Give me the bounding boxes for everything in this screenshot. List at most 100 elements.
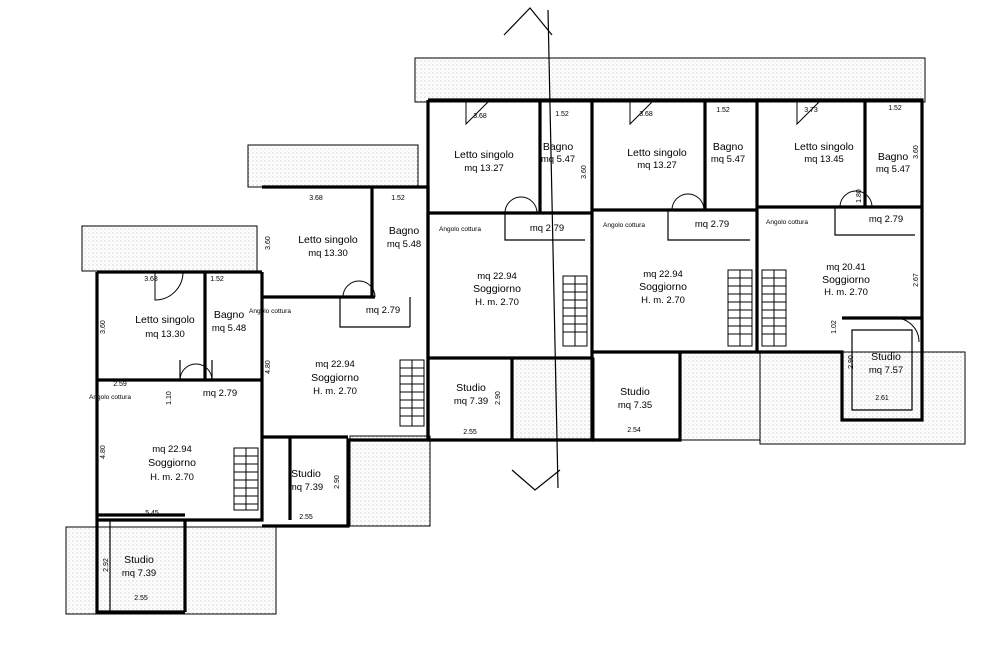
terrace-unit2-top <box>247 144 419 188</box>
stair-unit1 <box>233 447 259 511</box>
terrace-unit1-top <box>81 225 258 272</box>
door-swing <box>342 280 376 298</box>
walls-unit5-inner <box>834 207 915 411</box>
unit5-bagno-label: Bagno <box>878 151 909 163</box>
unit3-bagno-label: Bagno <box>543 141 574 153</box>
unit5-dimension-4: 1.80 <box>856 189 863 203</box>
unit3-dimension-3: 3.60 <box>581 165 588 179</box>
stair-unit2 <box>399 359 425 427</box>
door-swing <box>796 99 822 126</box>
unit2-letto-label: Letto singolo <box>298 234 358 246</box>
unit3-dimension-5: 2.55 <box>463 429 477 436</box>
unit3-soggiorno-area: mq 22.94 <box>477 271 517 282</box>
unit5-soggiorno-area: mq 20.41 <box>826 262 866 273</box>
unit5-dimension-3: 3.60 <box>913 145 920 159</box>
unit3-letto-area: mq 13.27 <box>464 163 504 174</box>
stair-unit3 <box>562 275 588 347</box>
unit3-dimension-1: 3.68 <box>473 113 487 120</box>
walls-unit4-inner <box>667 210 750 241</box>
unit1-dimension-5: 1.10 <box>166 391 173 405</box>
door-swing <box>839 190 873 208</box>
unit4-letto-label: Letto singolo <box>627 147 687 159</box>
unit3-angolo-cottura-label: Angolo cottura <box>439 226 481 233</box>
unit1-dimension-3: 3.60 <box>100 320 107 334</box>
terrace-units345-top <box>414 57 926 103</box>
section-cut-line <box>547 9 559 489</box>
unit1-bagno-area: mq 5.48 <box>212 323 246 334</box>
unit4-studio-area: mq 7.35 <box>618 400 652 411</box>
walls-unit2 <box>262 185 430 528</box>
terrace-unit2-bottom <box>349 435 431 527</box>
unit2-bagno-label: Bagno <box>389 225 420 237</box>
walls-unit4 <box>592 98 759 442</box>
unit2-dimension-6: 2.55 <box>299 514 313 521</box>
terrace-unit3-bottom <box>511 357 595 441</box>
unit1-dimension-7: 5.45 <box>145 510 159 517</box>
stairs <box>233 269 787 511</box>
unit3-soggiorno-height: H. m. 2.70 <box>475 297 519 308</box>
unit4-soggiorno-height: H. m. 2.70 <box>641 295 685 306</box>
unit5-studio-area: mq 7.57 <box>869 365 903 376</box>
unit3-dimension-4: 2.90 <box>495 391 502 405</box>
unit4-bagno-label: Bagno <box>713 141 744 153</box>
section-arrow-bottom <box>511 469 561 491</box>
door-swing <box>465 99 491 126</box>
unit1-soggiorno-height: H. m. 2.70 <box>150 472 194 483</box>
unit4-bagno-area: mq 5.47 <box>711 154 745 165</box>
unit3-studio-area: mq 7.39 <box>454 396 488 407</box>
unit5-disimpegno-area: mq 2.79 <box>869 214 903 225</box>
terrace-unit1-bottom <box>65 526 277 615</box>
unit1-soggiorno-label: Soggiorno <box>148 457 196 469</box>
unit1-bagno-label: Bagno <box>214 309 245 321</box>
walls-unit3-inner <box>504 213 585 241</box>
unit1-studio-label: Studio <box>124 554 154 566</box>
unit1-dimension-4: 2.59 <box>113 381 127 388</box>
unit5-dimension-7: 2.90 <box>848 355 855 369</box>
walls-unit2-inner <box>339 297 411 328</box>
section-line <box>503 7 561 491</box>
unit2-studio-area: mq 7.39 <box>289 482 323 493</box>
unit2-dimension-2: 1.52 <box>391 195 405 202</box>
unit5-dimension-2: 1.52 <box>888 105 902 112</box>
unit1-dimension-9: 2.55 <box>134 595 148 602</box>
unit3-letto-label: Letto singolo <box>454 149 514 161</box>
unit2-soggiorno-height: H. m. 2.70 <box>313 386 357 397</box>
unit5-studio-label: Studio <box>871 351 901 363</box>
unit4-disimpegno-area: mq 2.79 <box>695 219 729 230</box>
unit4-angolo-cottura-label: Angolo cottura <box>603 222 645 229</box>
unit5-dimension-1: 3.73 <box>804 107 818 114</box>
unit5-soggiorno-label: Soggiorno <box>822 274 870 286</box>
unit3-disimpegno-area: mq 2.79 <box>530 223 564 234</box>
unit2-dimension-4: 4.80 <box>265 360 272 374</box>
door-swing <box>894 317 920 343</box>
unit4-studio-label: Studio <box>620 386 650 398</box>
unit4-dimension-3: 2.54 <box>627 427 641 434</box>
unit2-bagno-area: mq 5.48 <box>387 239 421 250</box>
unit2-letto-area: mq 13.30 <box>308 248 348 259</box>
unit2-soggiorno-label: Soggiorno <box>311 372 359 384</box>
unit4-dimension-1: 3.68 <box>639 111 653 118</box>
unit5-dimension-8: 2.61 <box>875 395 889 402</box>
unit4-soggiorno-area: mq 22.94 <box>643 269 683 280</box>
stair-unit4 <box>727 269 753 347</box>
unit3-dimension-2: 1.52 <box>555 111 569 118</box>
unit4-soggiorno-label: Soggiorno <box>639 281 687 293</box>
unit4-dimension-2: 1.52 <box>716 107 730 114</box>
terrace-unit5-bottom <box>759 351 966 445</box>
unit3-studio-label: Studio <box>456 382 486 394</box>
unit2-disimpegno-area: mq 2.79 <box>366 305 400 316</box>
unit1-dimension-1: 3.68 <box>144 276 158 283</box>
unit1-studio-area: mq 7.39 <box>122 568 156 579</box>
unit2-studio-label: Studio <box>291 468 321 480</box>
door-swing <box>154 271 184 301</box>
unit1-soggiorno-area: mq 22.94 <box>152 444 192 455</box>
unit3-bagno-area: mq 5.47 <box>541 154 575 165</box>
stair-unit5 <box>761 269 787 347</box>
section-arrow-top <box>503 7 553 36</box>
unit5-letto-label: Letto singolo <box>794 141 854 153</box>
unit1-disimpegno-area: mq 2.79 <box>203 388 237 399</box>
unit1-letto-area: mq 13.30 <box>145 329 185 340</box>
unit5-bagno-area: mq 5.47 <box>876 164 910 175</box>
